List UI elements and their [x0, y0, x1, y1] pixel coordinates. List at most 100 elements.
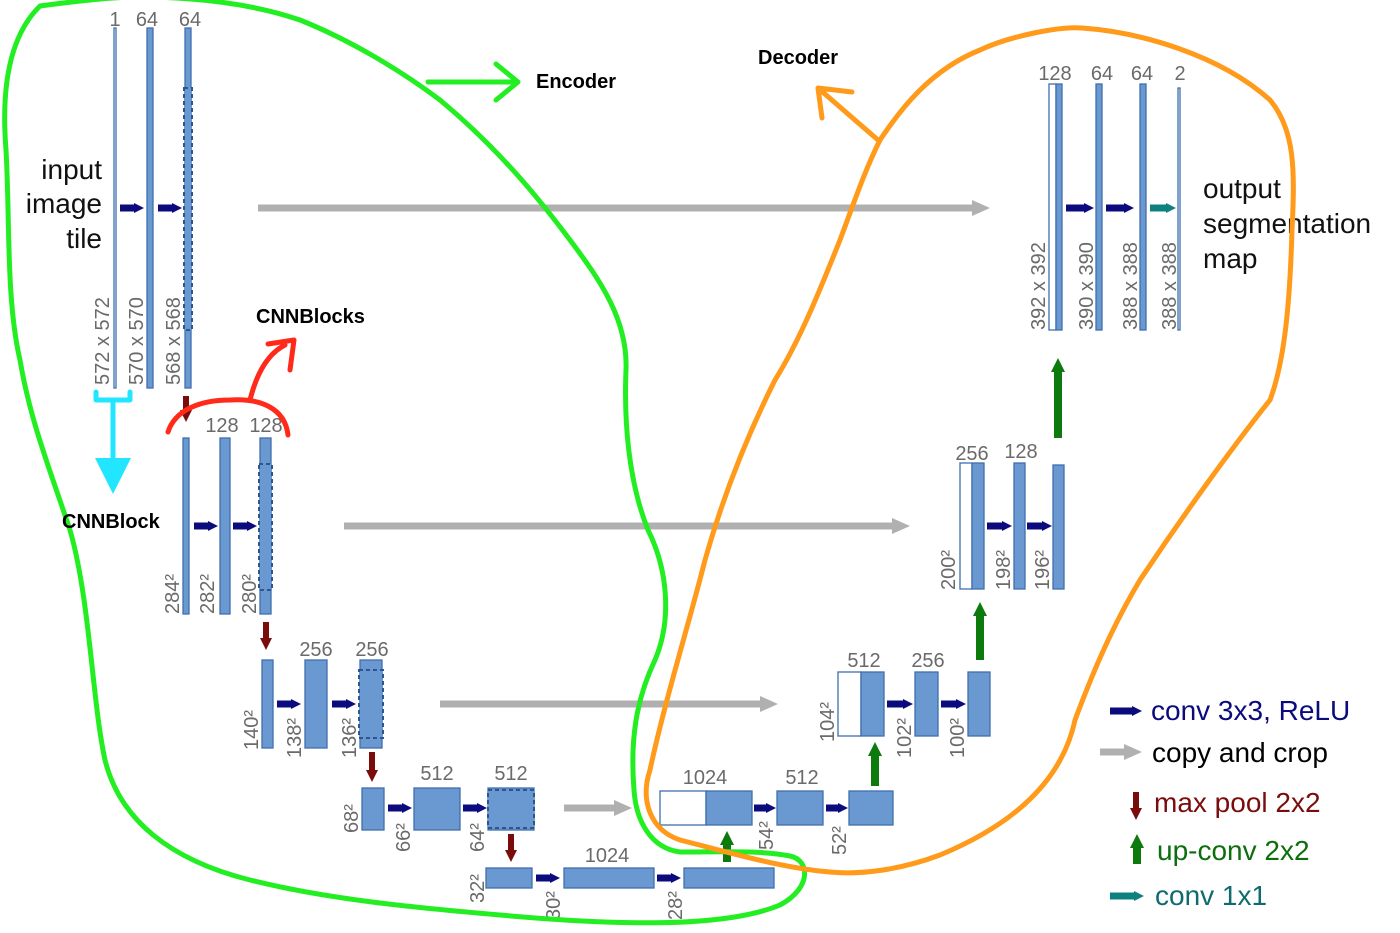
cnnblock-bracket: [93, 389, 133, 463]
channel-labels: 1 64 64 128 128 256 256 512 512 1024 102…: [109, 9, 1185, 867]
input-label-line: image: [26, 188, 102, 219]
feature-map-l4-crop-region: [487, 789, 535, 829]
size-labels: 572 x 572 570 x 570 568 x 568 284² 282² …: [92, 242, 1181, 920]
feature-map-l1-crop-region: [183, 87, 193, 331]
size-label: 104²: [817, 702, 839, 742]
channel-label: 512: [420, 763, 453, 785]
cnnblocks-annotation: CNNBlocks: [165, 306, 365, 438]
feature-map-l1-conv1: [146, 27, 154, 389]
channel-label: 512: [494, 763, 527, 785]
size-label: 30²: [543, 891, 565, 920]
channel-label: 256: [355, 639, 388, 661]
feature-map-d4-copied: [659, 790, 707, 826]
size-label: 136²: [339, 718, 361, 758]
size-label: 100²: [947, 718, 969, 758]
legend-label: copy and crop: [1152, 737, 1328, 768]
size-label: 282²: [197, 574, 219, 614]
channel-label: 128: [205, 415, 238, 437]
size-label: 52²: [829, 826, 851, 855]
channel-label: 512: [785, 767, 818, 789]
channel-label: 1024: [683, 767, 728, 789]
size-label: 32²: [467, 874, 489, 903]
legend: conv 3x3, ReLU copy and crop max pool 2x…: [1100, 695, 1350, 911]
legend-label: conv 3x3, ReLU: [1151, 695, 1350, 726]
channel-label: 128: [249, 415, 282, 437]
size-label: 138²: [284, 718, 306, 758]
feature-map-d2-copied: [959, 462, 973, 590]
channel-label: 1024: [585, 845, 630, 867]
size-label: 568 x 568: [163, 297, 185, 385]
output-label-line: output: [1203, 173, 1281, 204]
feature-map-l1-input: [113, 27, 117, 389]
size-label: 388 x 388: [1120, 242, 1142, 330]
size-label: 200²: [938, 550, 960, 590]
conv-arrows: [120, 203, 1134, 883]
feature-map-l2-pooled: [182, 437, 190, 615]
feature-map-d3-copied: [837, 671, 862, 737]
feature-map-l2-crop-region: [258, 463, 273, 591]
cnnblocks-outline: [165, 397, 291, 438]
feature-map-l4-conv1: [413, 787, 461, 831]
size-label: 66²: [393, 823, 415, 852]
channel-label: 64: [1131, 63, 1153, 85]
encoder-outline: [2, 0, 807, 926]
channel-label: 256: [299, 639, 332, 661]
output-label: output segmentation map: [1203, 173, 1371, 274]
feature-map-l3-crop-region: [358, 669, 384, 739]
channel-label: 256: [911, 650, 944, 672]
feature-map-d4-upconv: [705, 790, 753, 826]
size-label: 390 x 390: [1076, 242, 1098, 330]
feature-map-d1-conv2: [1139, 83, 1147, 331]
feature-map-d1-upconv: [1055, 83, 1063, 331]
feature-map-d1-copied: [1048, 83, 1057, 331]
feature-map-d2-upconv: [971, 462, 985, 590]
feature-map-l5-conv2: [683, 867, 775, 889]
channel-label: 1: [109, 9, 120, 31]
channel-label: 64: [1091, 63, 1113, 85]
feature-map-d4-conv1: [776, 790, 824, 826]
cnnblock-annotation: CNNBlock: [62, 389, 161, 533]
input-label: input image tile: [26, 154, 102, 254]
size-label: 102²: [894, 718, 916, 758]
size-label: 284²: [162, 574, 184, 614]
input-label-line: input: [41, 154, 102, 185]
feature-map-d1-output: [1177, 87, 1181, 331]
legend-label: max pool 2x2: [1154, 787, 1321, 818]
size-label: 572 x 572: [92, 297, 114, 385]
feature-map-l2-conv1: [219, 437, 231, 615]
feature-map-d3-upconv: [860, 671, 885, 737]
decoder-label: Decoder: [758, 47, 838, 69]
cnnblock-label: CNNBlock: [62, 511, 161, 533]
encoder-label: Encoder: [536, 71, 616, 93]
feature-map-d2-conv2: [1052, 464, 1065, 590]
size-label: 196²: [1032, 550, 1054, 590]
size-label: 280²: [239, 574, 261, 614]
input-label-line: tile: [66, 223, 102, 254]
size-label: 140²: [241, 710, 263, 750]
feature-map-d2-conv1: [1013, 462, 1026, 590]
feature-map-l5-conv1: [563, 867, 655, 889]
feature-map-l4-pooled: [361, 787, 385, 831]
feature-map-l3-conv1: [304, 659, 328, 749]
feature-map-l3-pooled: [261, 659, 274, 749]
decoder-outline: [643, 25, 1296, 876]
cnnblocks-pointer-icon: [247, 337, 297, 403]
output-label-line: segmentation: [1203, 208, 1371, 239]
size-label: 388 x 388: [1159, 242, 1181, 330]
output-label-line: map: [1203, 243, 1257, 274]
size-label: 64²: [467, 823, 489, 852]
channel-label: 512: [847, 650, 880, 672]
feature-maps: [113, 27, 1181, 889]
channel-label: 64: [136, 9, 158, 31]
size-label: 198²: [993, 550, 1015, 590]
feature-map-l5-pooled: [485, 867, 533, 889]
encoder-annotation: Encoder: [2, 0, 807, 926]
feature-map-d1-conv1: [1095, 83, 1103, 331]
legend-label: conv 1x1: [1155, 880, 1267, 911]
channel-label: 2: [1174, 63, 1185, 85]
size-label: 570 x 570: [126, 297, 148, 385]
decoder-pointer-icon: [815, 85, 881, 143]
size-label: 28²: [665, 891, 687, 920]
decoder-annotation: Decoder: [643, 25, 1296, 876]
